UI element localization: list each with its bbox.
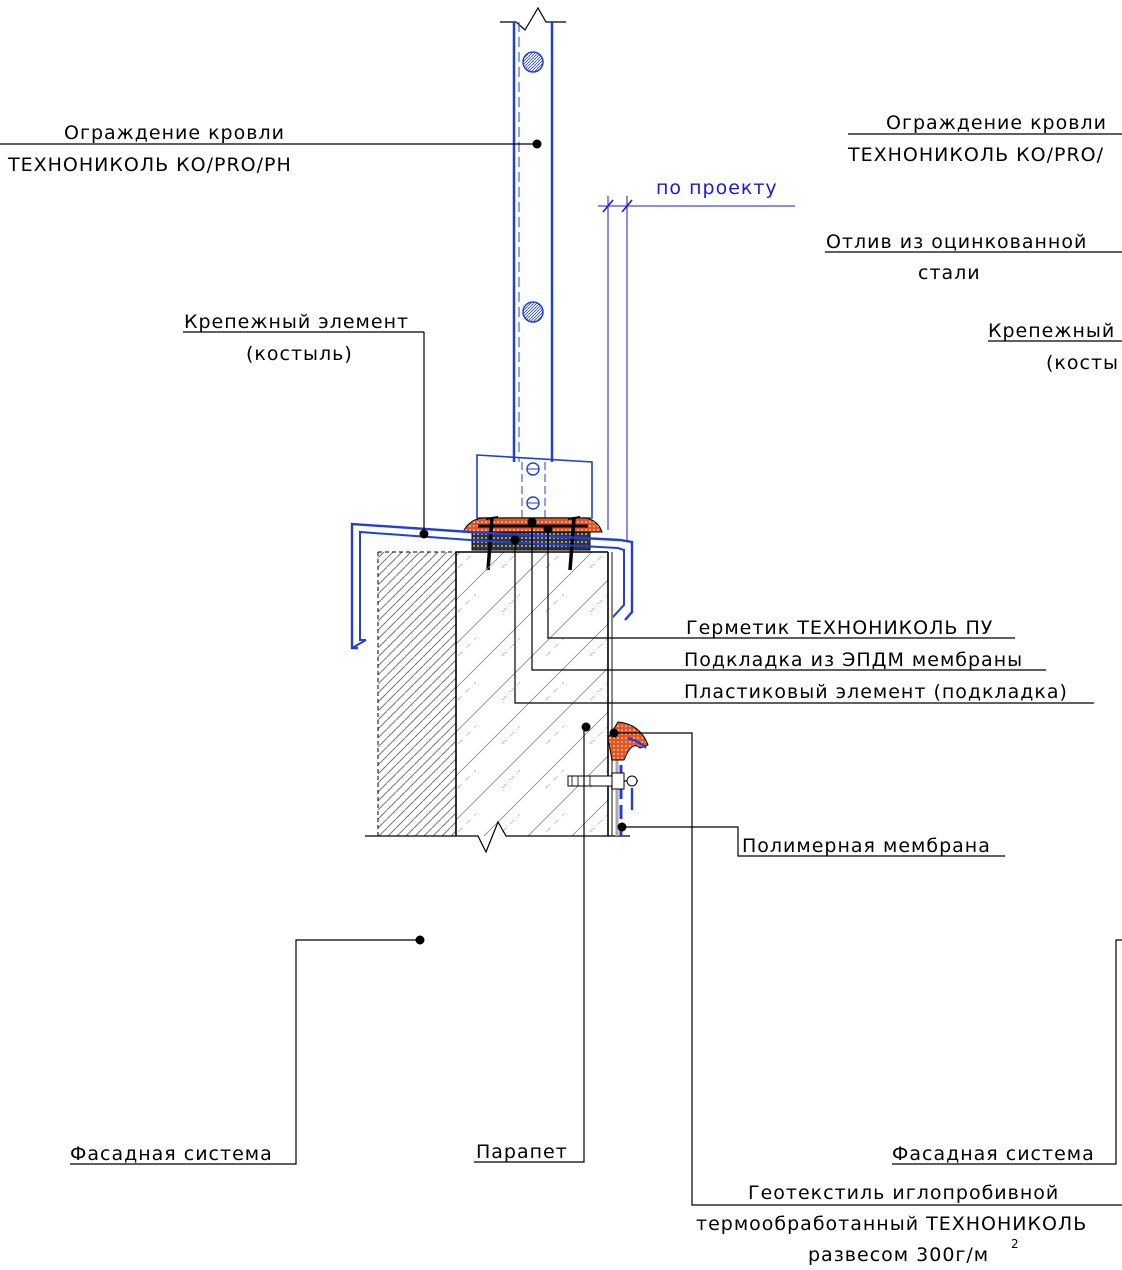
label-geotextile: Геотекстиль иглопробивной <box>748 1182 1059 1204</box>
label-fastener-type: (костыль) <box>246 343 353 365</box>
dimension-label: по проекту <box>656 177 778 199</box>
rail-section-icon <box>522 301 544 323</box>
label-facade-system: Фасадная система <box>70 1143 273 1165</box>
label-roof-fence-right: Ограждение кровли <box>886 112 1107 134</box>
label-drip-material: стали <box>918 262 981 284</box>
drip-flashing <box>350 522 634 650</box>
sealant-bead <box>607 721 649 761</box>
label-roof-fence: Ограждение кровли <box>64 122 285 144</box>
label-plastic-pad: Пластиковый элемент (подкладка) <box>684 681 1068 703</box>
dowel-icon <box>567 772 638 790</box>
dimension-by-project: по проекту <box>598 177 795 540</box>
leader-lines <box>0 133 1122 1206</box>
label-geotextile-weight: развесом 300г/м <box>808 1244 989 1266</box>
label-epdm-pad: Подкладка из ЭПДМ мембраны <box>684 649 1023 671</box>
label-facade-system-right: Фасадная система <box>892 1143 1095 1165</box>
label-sealant: Герметик ТЕХНОНИКОЛЬ ПУ <box>686 617 993 639</box>
label-fastener-right: Крепежный <box>988 320 1115 342</box>
label-drip: Отлив из оцинкованной <box>826 231 1087 253</box>
label-geotextile-type: термообработанный ТЕХНОНИКОЛЬ <box>696 1213 1087 1235</box>
roof-fence-post <box>476 6 593 519</box>
rail-section-icon <box>522 51 544 73</box>
label-polymer-membrane: Полимерная мембрана <box>742 835 991 857</box>
label-parapet: Парапет <box>476 1141 568 1163</box>
label-roof-fence-model-right: ТЕХНОНИКОЛЬ КО/PRO/ <box>847 144 1104 166</box>
label-fastener: Крепежный элемент <box>184 311 409 333</box>
facade-system-block <box>377 551 456 836</box>
label-fastener-type-right: (косты <box>1046 352 1119 374</box>
label-geotextile-weight-sup: 2 <box>1011 1237 1019 1251</box>
label-roof-fence-model: ТЕХНОНИКОЛЬ КО/PRO/PH <box>7 154 292 176</box>
